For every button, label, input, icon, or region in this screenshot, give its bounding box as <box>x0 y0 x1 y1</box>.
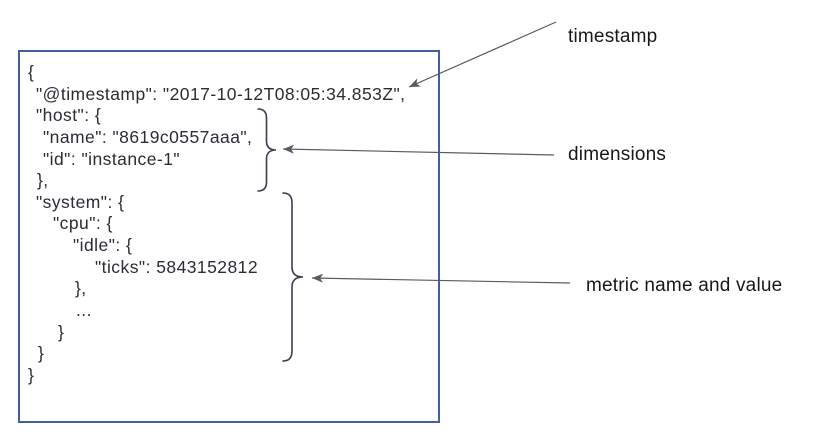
json-line: } <box>28 364 35 385</box>
dimensions-arrow <box>282 144 555 156</box>
dimensions-label: dimensions <box>568 144 667 165</box>
json-line-cpu: "cpu": { <box>53 213 113 234</box>
timestamp-label: timestamp <box>568 26 658 47</box>
timestamp-arrow <box>408 21 557 88</box>
metric-name-and-value-label: metric name and value <box>586 275 783 296</box>
json-line-idle: "idle": { <box>73 235 133 256</box>
json-line-system: "system": { <box>36 191 125 212</box>
metric-arrow <box>311 273 571 284</box>
json-line: } <box>38 343 45 364</box>
json-line-host-id: "id": "instance-1" <box>43 148 181 169</box>
json-line: }, <box>37 170 49 191</box>
json-document: { "@timestamp": "2017-10-12T08:05:34.853… <box>20 52 438 387</box>
json-line: }, <box>75 278 87 299</box>
json-line: { <box>28 62 35 82</box>
json-line-host: "host": { <box>36 105 102 126</box>
json-document-border <box>18 50 440 423</box>
json-line: } <box>58 321 65 342</box>
metric-brace-icon <box>282 192 304 362</box>
json-line-host-name: "name": "8619c0557aaa", <box>43 126 253 147</box>
json-line-ellipsis: ... <box>76 300 92 321</box>
json-line-timestamp: "@timestamp": "2017-10-12T08:05:34.853Z"… <box>36 83 406 104</box>
json-line-ticks: "ticks": 5843152812 <box>95 256 259 277</box>
dimensions-brace-icon <box>257 108 277 192</box>
